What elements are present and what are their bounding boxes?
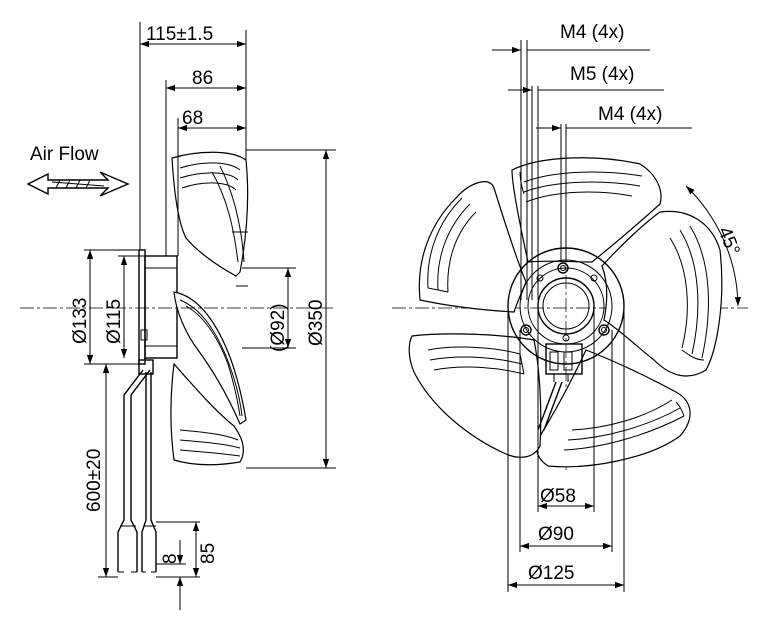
dim-8: 8 xyxy=(160,553,181,564)
air-flow-label: Air Flow xyxy=(30,144,99,165)
dim-dia-58: Ø58 xyxy=(540,486,576,507)
cable-1 xyxy=(117,369,144,572)
side-view: 115±1.5 86 68 Ø133 Ø115 (Ø92) Ø350 600±2… xyxy=(20,22,336,610)
dim-dia-92: (Ø92) xyxy=(268,303,289,352)
dim-dia-133: Ø133 xyxy=(70,298,91,344)
air-flow-arrow-icon xyxy=(26,171,130,197)
motor-hub xyxy=(144,255,178,359)
bolt-hole-right xyxy=(598,324,610,336)
dim-depth-overall: 115±1.5 xyxy=(146,24,213,45)
bolt-hole-left xyxy=(520,324,532,336)
thread-m5: M5 (4x) xyxy=(570,64,634,85)
dim-cable-length: 600±20 xyxy=(84,449,105,512)
dim-depth-68: 68 xyxy=(182,108,203,129)
front-blade-lower-left xyxy=(408,333,542,458)
dim-dia-350: Ø350 xyxy=(306,300,327,346)
thread-m4-top: M4 (4x) xyxy=(560,22,624,43)
bolt-hole-top xyxy=(557,262,569,274)
mounting-plate xyxy=(138,249,146,365)
middle-blade xyxy=(173,291,247,425)
dim-dia-90: Ø90 xyxy=(538,524,574,545)
thread-m4-lower: M4 (4x) xyxy=(598,104,662,125)
dim-dia-115: Ø115 xyxy=(104,299,125,344)
lower-blade xyxy=(170,362,244,466)
dim-85: 85 xyxy=(198,543,219,564)
front-blade-upper-left xyxy=(418,181,527,313)
front-view: M4 (4x) M5 (4x) M4 (4x) 45° Ø58 Ø90 Ø125 xyxy=(392,22,748,592)
terminal-block xyxy=(545,343,583,375)
dim-dia-125: Ø125 xyxy=(528,563,574,584)
dim-depth-86: 86 xyxy=(192,68,213,89)
cable-2 xyxy=(141,372,147,572)
upper-blade xyxy=(171,151,249,277)
